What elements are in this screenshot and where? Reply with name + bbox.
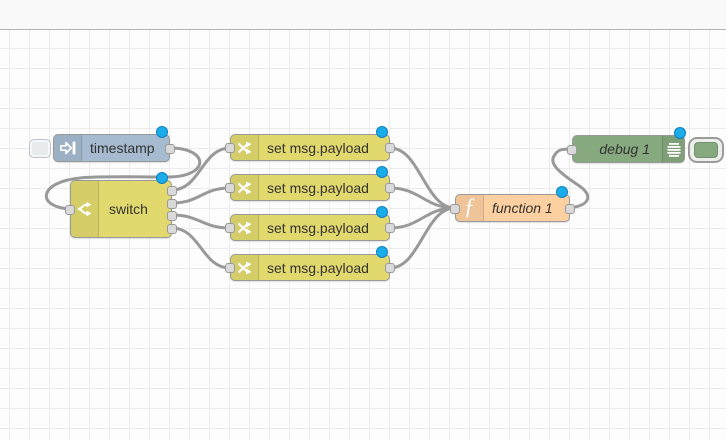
output-port[interactable] [385, 223, 395, 233]
change-swap-icon [237, 261, 251, 274]
input-port[interactable] [450, 204, 460, 214]
function-icon-region: ƒ [456, 195, 484, 221]
changed-indicator [376, 206, 388, 218]
input-port[interactable] [567, 145, 577, 155]
node-label: debug 1 [599, 141, 650, 157]
switch-fork-icon [77, 201, 91, 217]
node-inject-timestamp[interactable]: timestamp [29, 126, 175, 162]
canvas-top-strip [0, 0, 726, 30]
inject-run-button[interactable] [29, 139, 51, 158]
wire-switch-out3-to-change3[interactable] [170, 213, 232, 230]
input-port[interactable] [65, 205, 75, 215]
input-port[interactable] [225, 263, 235, 273]
debug-toggle-button[interactable] [688, 137, 724, 163]
inject-arrow-icon [59, 141, 75, 155]
changed-indicator [376, 126, 388, 138]
changed-indicator [674, 127, 686, 139]
output-port-2[interactable] [167, 199, 177, 209]
switch-icon-region [71, 181, 99, 237]
changed-indicator [376, 246, 388, 258]
changed-indicator [156, 126, 168, 138]
debug-lines-icon [667, 143, 680, 157]
wire-change4-to-function[interactable] [388, 206, 457, 270]
input-port[interactable] [225, 223, 235, 233]
output-port[interactable] [385, 143, 395, 153]
node-label: set msg.payload [267, 139, 369, 156]
change-icon-region [231, 215, 259, 240]
change-icon-region [231, 255, 259, 280]
output-port-1[interactable] [167, 186, 177, 196]
change-swap-icon [237, 181, 251, 194]
node-label: timestamp [90, 140, 155, 156]
output-port[interactable] [385, 183, 395, 193]
node-function-1[interactable]: ƒ function 1 [450, 186, 575, 222]
node-change-3[interactable]: set msg.payload [225, 206, 395, 241]
wire-switch-out1-to-change1[interactable] [170, 146, 232, 192]
node-switch[interactable]: switch [65, 172, 177, 238]
debug-icon-region [662, 136, 684, 162]
output-port[interactable] [165, 144, 175, 154]
output-port[interactable] [565, 204, 575, 214]
debug-toggle-state [694, 142, 718, 158]
change-icon-region [231, 135, 259, 160]
node-label: function 1 [492, 200, 553, 216]
change-swap-icon [237, 221, 251, 234]
function-f-icon: ƒ [463, 194, 476, 219]
input-port[interactable] [225, 143, 235, 153]
node-debug-1[interactable]: debug 1 [567, 127, 724, 163]
output-port-4[interactable] [167, 224, 177, 234]
node-change-2[interactable]: set msg.payload [225, 166, 395, 201]
input-port[interactable] [225, 183, 235, 193]
node-change-4[interactable]: set msg.payload [225, 246, 395, 281]
node-label: set msg.payload [267, 179, 369, 196]
wire-switch-out4-to-change4[interactable] [170, 226, 232, 270]
wire-timestamp-to-switch[interactable] [44, 146, 202, 211]
output-port-3[interactable] [167, 211, 177, 221]
changed-indicator [156, 172, 168, 184]
changed-indicator [556, 186, 568, 198]
inject-icon-region [54, 135, 82, 161]
node-change-1[interactable]: set msg.payload [225, 126, 395, 161]
changed-indicator [376, 166, 388, 178]
change-swap-icon [237, 141, 251, 154]
node-label: switch [109, 201, 148, 217]
node-label: set msg.payload [267, 259, 369, 276]
wire-switch-out2-to-change2[interactable] [170, 186, 232, 205]
output-port[interactable] [385, 263, 395, 273]
wire-function-to-debug[interactable] [551, 147, 590, 210]
node-label: set msg.payload [267, 219, 369, 236]
change-icon-region [231, 175, 259, 200]
